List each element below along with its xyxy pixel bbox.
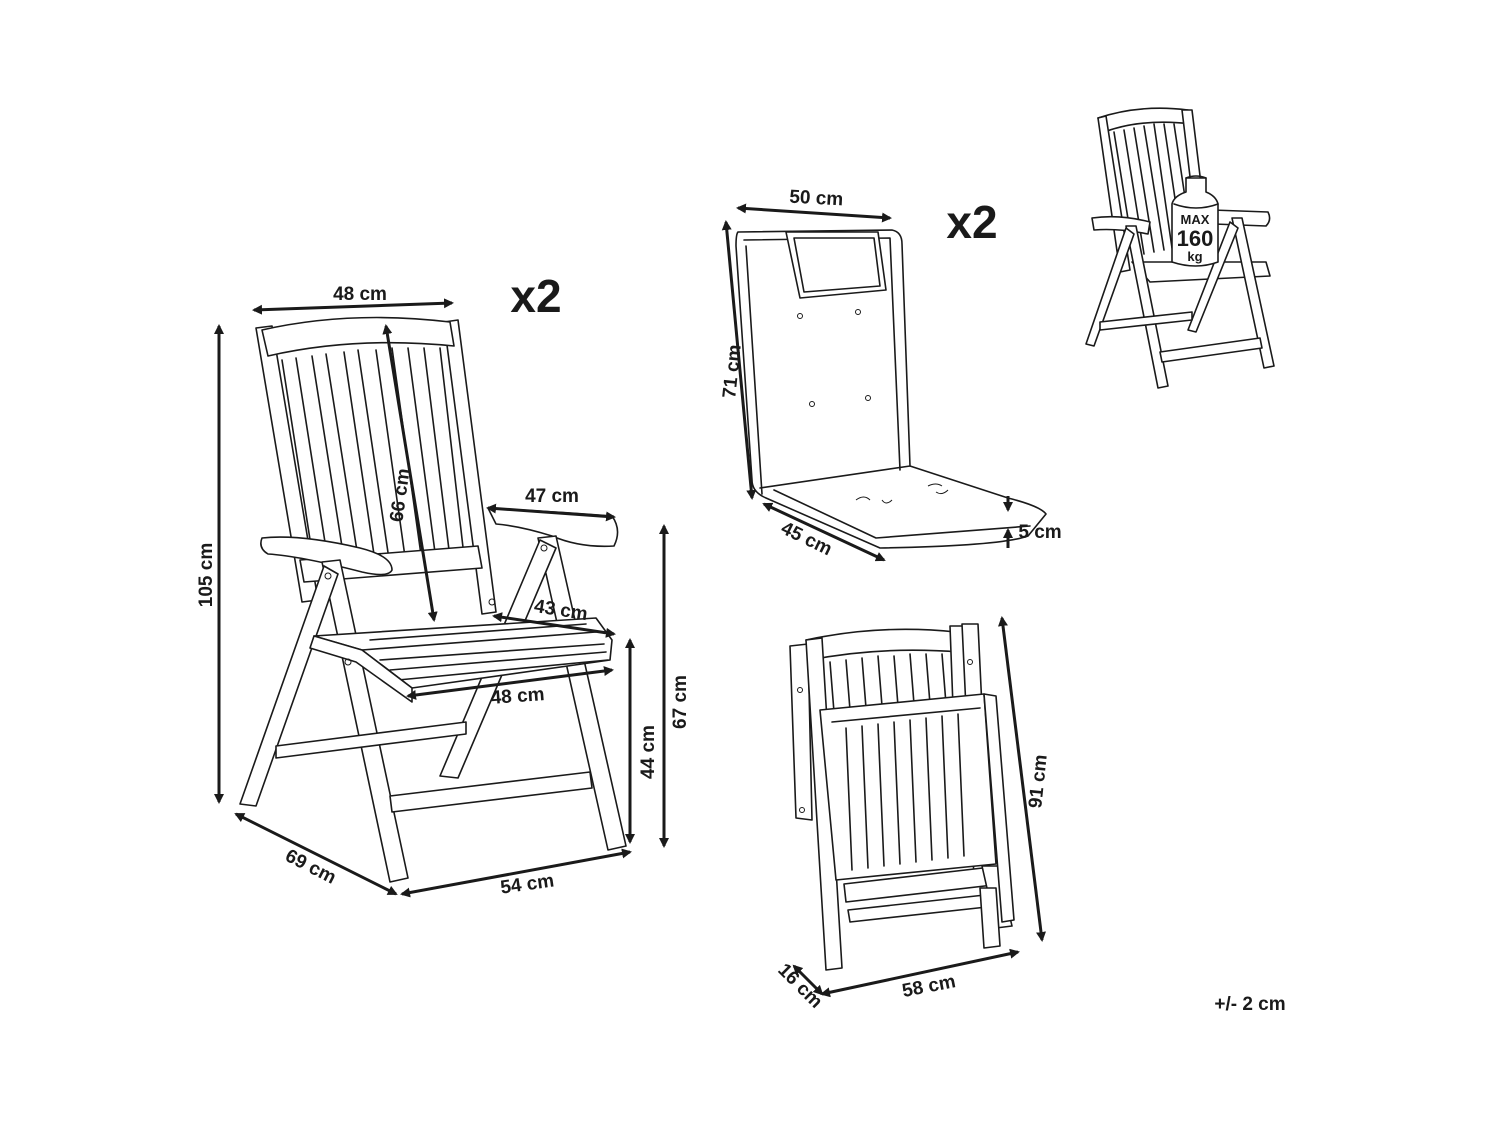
- chair-total-height-label: 105 cm: [196, 543, 217, 607]
- folded-seat-slats: [845, 713, 965, 871]
- folded-back-slats: [829, 653, 947, 713]
- chair-armrest-length-label: 47 cm: [525, 486, 579, 507]
- cushion-drawing: [735, 229, 1047, 549]
- cushion-dimension-arrows: [721, 203, 1013, 562]
- chair-dimension-arrows: [214, 298, 669, 898]
- chair-drawing: [239, 316, 627, 883]
- folded-dimension-arrows: [792, 616, 1046, 998]
- max-load-chair-drawing: [1085, 107, 1275, 389]
- chair-backrest-height-label: 66 cm: [386, 467, 414, 523]
- folded-chair-drawing: [789, 623, 1015, 971]
- cushion-width-label: 50 cm: [789, 187, 844, 211]
- folded-height-label: 91 cm: [1025, 754, 1052, 810]
- folded-thickness-label: 16 cm: [773, 960, 826, 1013]
- chair-quantity-label: x2: [510, 270, 561, 322]
- cushion-quantity-label: x2: [946, 196, 997, 248]
- max-load-line1: MAX: [1181, 212, 1210, 227]
- tolerance-note: +/- 2 cm: [1214, 994, 1285, 1015]
- chair-seat-width-label: 48 cm: [490, 684, 545, 709]
- chair-back-width-label: 48 cm: [333, 284, 387, 305]
- max-load-line3: kg: [1187, 249, 1202, 264]
- cushion-thickness-label: 5 cm: [1018, 522, 1061, 543]
- max-load-line2: 160: [1177, 226, 1214, 251]
- chair-seat-height-label: 44 cm: [638, 725, 659, 779]
- chair-arm-height-label: 67 cm: [670, 675, 691, 729]
